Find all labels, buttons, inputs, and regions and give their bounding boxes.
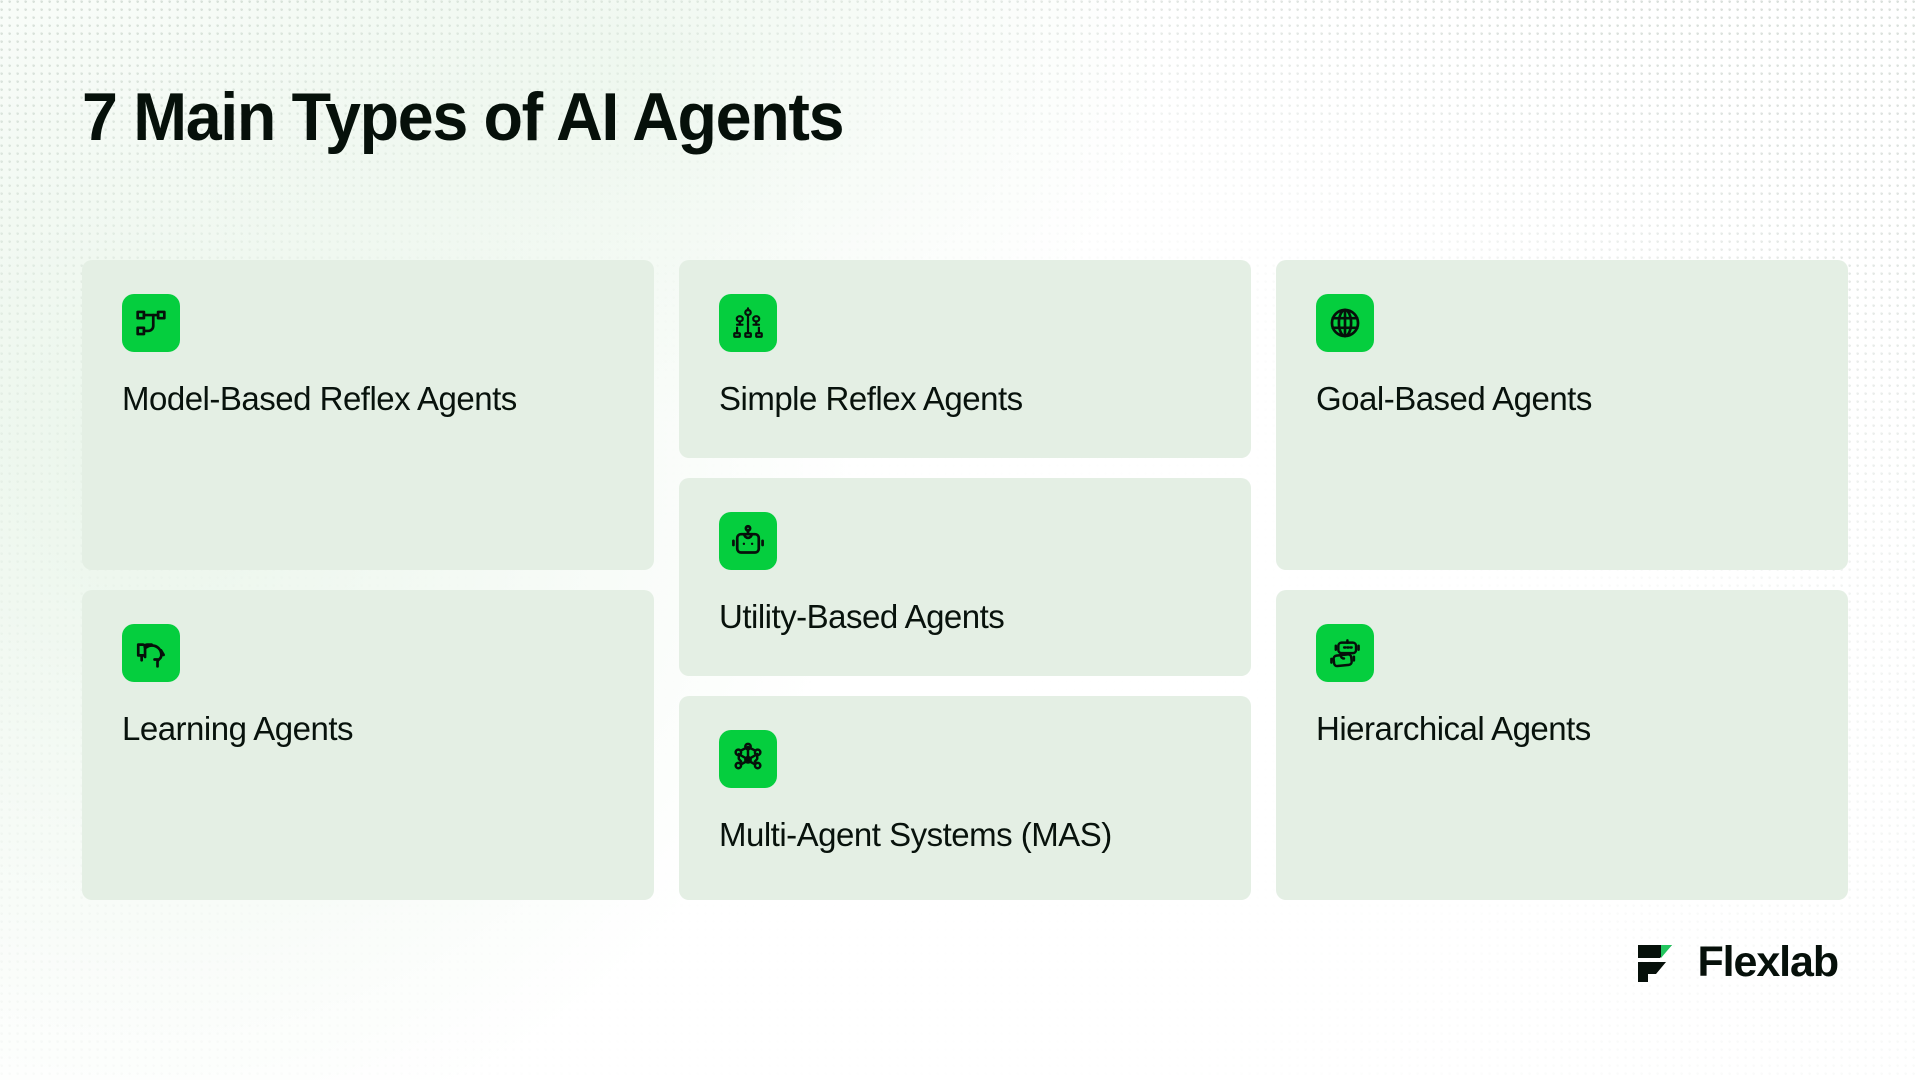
card-multi-agent-systems[interactable]: Multi-Agent Systems (MAS) (679, 696, 1251, 900)
card-label: Simple Reflex Agents (719, 380, 1023, 417)
agent-group-icon (719, 294, 777, 352)
card-label: Learning Agents (122, 710, 354, 747)
card-label: Goal-Based Agents (1316, 380, 1592, 417)
head-book-icon (122, 624, 180, 682)
brand-lockup: Flexlab (1626, 933, 1840, 992)
card-goal-based[interactable]: Goal-Based Agents (1276, 260, 1848, 570)
brand-name: Flexlab (1697, 938, 1840, 986)
card-label: Utility-Based Agents (719, 598, 1005, 635)
stacked-robots-icon (1316, 624, 1374, 682)
card-label: Hierarchical Agents (1316, 710, 1591, 747)
card-model-based-reflex[interactable]: Model-Based Reflex Agents (82, 260, 654, 570)
card-label: Multi-Agent Systems (MAS) (719, 816, 1112, 853)
network-nodes-icon (719, 730, 777, 788)
card-simple-reflex[interactable]: Simple Reflex Agents (679, 260, 1251, 458)
card-learning[interactable]: Learning Agents (82, 590, 654, 900)
card-hierarchical[interactable]: Hierarchical Agents (1276, 590, 1848, 900)
flow-nodes-icon (122, 294, 180, 352)
card-label: Model-Based Reflex Agents (122, 380, 517, 417)
agent-type-card-grid: Model-Based Reflex Agents Learning Agent… (82, 260, 1848, 900)
page-title: 7 Main Types of AI Agents (82, 79, 845, 155)
globe-icon (1316, 294, 1374, 352)
flexlab-logo-icon (1626, 933, 1680, 992)
robot-head-icon (719, 512, 777, 570)
card-utility-based[interactable]: Utility-Based Agents (679, 478, 1251, 676)
